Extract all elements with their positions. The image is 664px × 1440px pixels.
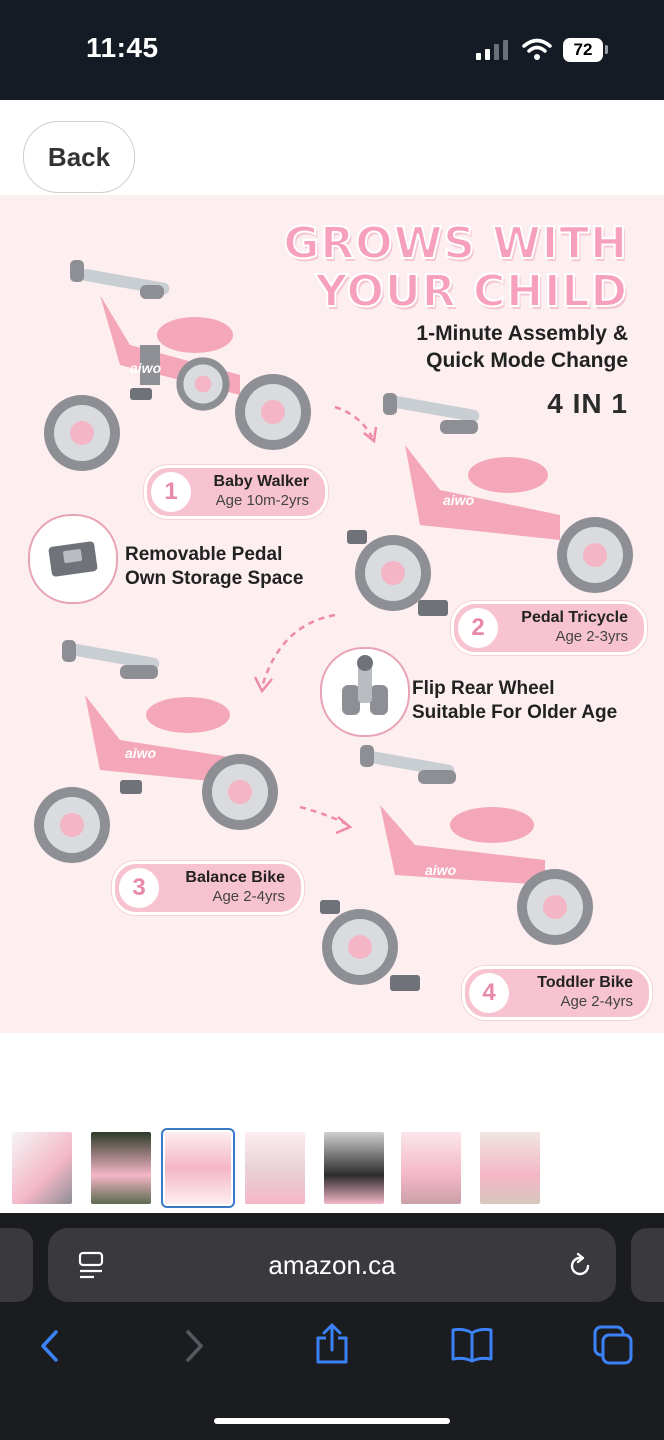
- brand-mark: aiwo: [125, 745, 157, 761]
- mode-number: 1: [151, 472, 191, 512]
- mode-count: 4 IN 1: [547, 388, 628, 419]
- battery-indicator: 72: [563, 38, 603, 62]
- bike-illustrations: [34, 260, 633, 991]
- thumbnail-7[interactable]: [480, 1132, 540, 1204]
- mode-number: 4: [469, 973, 509, 1013]
- bike-baby-walker: [44, 260, 311, 471]
- status-bar: [0, 0, 664, 100]
- mode-age: Age 10m-2yrs: [215, 492, 309, 509]
- status-time: 11:45: [86, 32, 159, 63]
- headline-line: GROWS WITH: [282, 218, 628, 269]
- cellular-signal-icon: [476, 40, 508, 60]
- thumbnail-5[interactable]: [324, 1132, 384, 1204]
- brand-mark: aiwo: [425, 862, 457, 878]
- feature-line: Removable Pedal: [125, 544, 283, 565]
- bike-balance: [34, 640, 278, 863]
- feature-removable-pedal: Removable Pedal Own Storage Space: [125, 543, 303, 591]
- subheadline: 1-Minute Assembly & Quick Mode Change: [416, 320, 628, 374]
- prev-tab-card[interactable]: [0, 1228, 33, 1302]
- reload-icon[interactable]: [566, 1252, 594, 1280]
- bike-toddler: [320, 745, 593, 991]
- brand-mark: aiwo: [443, 492, 475, 508]
- thumbnail-4[interactable]: [245, 1132, 305, 1204]
- thumbnail-2[interactable]: [91, 1132, 151, 1204]
- back-button[interactable]: Back: [23, 121, 135, 193]
- subhead-line: 1-Minute Assembly &: [416, 322, 628, 345]
- next-tab-card[interactable]: [631, 1228, 664, 1302]
- bookmarks-icon[interactable]: [450, 1327, 494, 1363]
- home-indicator: [214, 1418, 450, 1424]
- mode-age: Age 2-3yrs: [555, 628, 628, 645]
- mode-number: 3: [119, 868, 159, 908]
- mode-title: Balance Bike: [185, 869, 285, 886]
- forward-arrow-icon[interactable]: [182, 1328, 206, 1364]
- feature-flip-rear-wheel: Flip Rear Wheel Suitable For Older Age: [412, 677, 617, 725]
- mode-pill-balance-bike: 3 Balance Bike Age 2-4yrs: [112, 861, 304, 915]
- feature-line: Own Storage Space: [125, 568, 304, 589]
- headline: GROWS WITH YOUR CHILD: [282, 218, 628, 317]
- wifi-icon: [522, 38, 552, 60]
- mode-pill-toddler-bike: 4 Toddler Bike Age 2-4yrs: [462, 966, 652, 1020]
- reader-mode-icon[interactable]: [78, 1251, 104, 1281]
- bike-pedal-tricycle: [347, 393, 633, 616]
- mode-pill-pedal-tricycle: 2 Pedal Tricycle Age 2-3yrs: [451, 601, 647, 655]
- mode-title: Baby Walker: [213, 473, 309, 490]
- feature-line: Flip Rear Wheel: [412, 678, 555, 699]
- battery-tip: [605, 45, 608, 54]
- mode-title: Toddler Bike: [537, 974, 633, 991]
- mode-age: Age 2-4yrs: [560, 993, 633, 1010]
- pedal-icon: [28, 514, 118, 604]
- mode-title: Pedal Tricycle: [521, 609, 628, 626]
- feature-line: Suitable For Older Age: [412, 702, 618, 723]
- share-icon[interactable]: [314, 1322, 350, 1366]
- mode-number: 2: [458, 608, 498, 648]
- mode-pill-baby-walker: 1 Baby Walker Age 10m-2yrs: [144, 465, 328, 519]
- thumbnail-6[interactable]: [401, 1132, 461, 1204]
- thumbnail-1[interactable]: [12, 1132, 72, 1204]
- back-arrow-icon[interactable]: [38, 1328, 62, 1364]
- flip-wheel-icon: [320, 647, 410, 737]
- subhead-line: Quick Mode Change: [426, 349, 628, 372]
- address-bar[interactable]: [48, 1228, 616, 1302]
- tabs-icon[interactable]: [592, 1324, 634, 1366]
- headline-line: YOUR CHILD: [314, 266, 628, 317]
- url-text[interactable]: amazon.ca: [268, 1250, 396, 1280]
- brand-mark: aiwo: [130, 360, 162, 376]
- thumbnail-3[interactable]: [161, 1128, 235, 1208]
- mode-age: Age 2-4yrs: [212, 888, 285, 905]
